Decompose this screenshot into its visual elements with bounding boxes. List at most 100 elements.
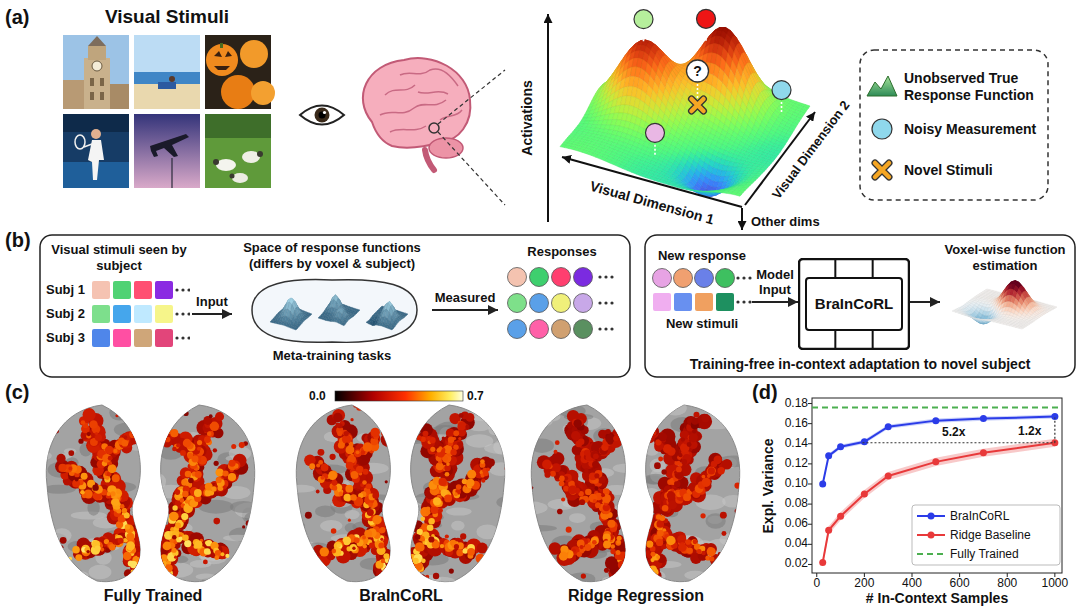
ellipse-part (429, 138, 463, 158)
rect-part (100, 78, 104, 86)
circle-part (83, 408, 96, 421)
rect-part (134, 114, 200, 188)
circle-part (127, 533, 135, 541)
path-part (88, 36, 106, 46)
circle-part (72, 546, 80, 554)
line-part (705, 29, 707, 41)
rect-part (110, 84, 129, 109)
measurement-pins (634, 9, 791, 155)
circle-part (126, 541, 135, 550)
measurement-pin (646, 123, 665, 155)
rect-part (84, 58, 110, 109)
circle-part (68, 467, 72, 471)
circle-part (169, 76, 175, 82)
circle-part (58, 464, 66, 472)
circle-part (240, 40, 268, 68)
line-part (697, 82, 699, 98)
path-part (363, 58, 470, 148)
circle-part (120, 504, 125, 509)
circle-part (429, 123, 439, 133)
ellipse-part (47, 561, 69, 568)
rect-part (63, 80, 85, 109)
ellipse-part (32, 451, 52, 460)
rect-part (205, 114, 271, 188)
ellipse-part (129, 573, 153, 587)
circle-part (108, 464, 117, 473)
legend-frame (860, 50, 1048, 200)
path-part (171, 158, 172, 188)
circle-part (81, 473, 88, 480)
line-part (781, 100, 783, 112)
circle-part (114, 538, 123, 547)
stimulus-photos (63, 35, 275, 188)
circle-part (81, 420, 86, 425)
circle-part (56, 454, 65, 463)
circle-part (110, 491, 115, 496)
rect-part (88, 46, 106, 60)
rect-part (100, 92, 104, 100)
rect-part (158, 82, 176, 89)
circle-part (125, 524, 134, 533)
measurement-pin (634, 10, 653, 41)
circle-part (257, 151, 263, 157)
circle-part (91, 129, 101, 139)
circle-part (112, 474, 120, 482)
path-part (84, 144, 92, 147)
circle-part (136, 565, 145, 574)
circle-part (111, 492, 118, 499)
ellipse-part (75, 135, 85, 149)
ellipse-part (73, 571, 88, 579)
hemisphere-map (32, 404, 159, 586)
circle-part (319, 112, 326, 119)
ellipse-part (39, 412, 59, 425)
circle-part (81, 545, 90, 554)
circle-part (68, 557, 72, 561)
path-part (150, 134, 189, 157)
circle-part (82, 548, 91, 557)
circle-part (91, 545, 100, 554)
rect-part (90, 92, 94, 100)
circle-part (687, 60, 709, 82)
line-part (643, 29, 645, 41)
circle-part (122, 508, 127, 513)
line-part (741, 208, 743, 230)
cortical-flatmaps (32, 399, 759, 589)
eye-icon (300, 106, 344, 125)
circle-part (323, 111, 326, 114)
circle-part (772, 81, 791, 100)
circle-part (206, 44, 238, 76)
circle-part (315, 108, 330, 123)
circle-part (132, 573, 138, 579)
ellipse-part (35, 425, 59, 433)
circle-part (134, 575, 142, 583)
circle-part (122, 431, 137, 446)
circle-part (108, 456, 113, 461)
circle-part (213, 159, 219, 165)
circle-part (251, 81, 275, 105)
ellipse-part (118, 414, 147, 422)
circle-part (634, 10, 653, 29)
novel-stimulus-pin (687, 60, 709, 111)
circle-part (113, 449, 117, 453)
panel-frame (40, 235, 630, 377)
circle-part (124, 513, 130, 519)
ellipse-part (216, 159, 236, 171)
circle-part (105, 446, 114, 455)
rect-part (134, 35, 200, 109)
rect-part (220, 43, 223, 48)
circle-part (128, 561, 134, 567)
ellipse-part (71, 511, 107, 519)
path-part (692, 99, 704, 111)
ellipse-part (89, 565, 112, 579)
path-part (692, 99, 704, 111)
circle-part (80, 490, 85, 495)
rect-part (63, 35, 129, 109)
circle-part (125, 524, 130, 529)
brain-icon (363, 58, 470, 170)
line-part (654, 143, 656, 155)
path-part (214, 51, 232, 70)
circle-part (646, 123, 665, 142)
measurement-pin (697, 9, 716, 41)
response-surface (560, 28, 810, 197)
rect-part (63, 114, 129, 188)
